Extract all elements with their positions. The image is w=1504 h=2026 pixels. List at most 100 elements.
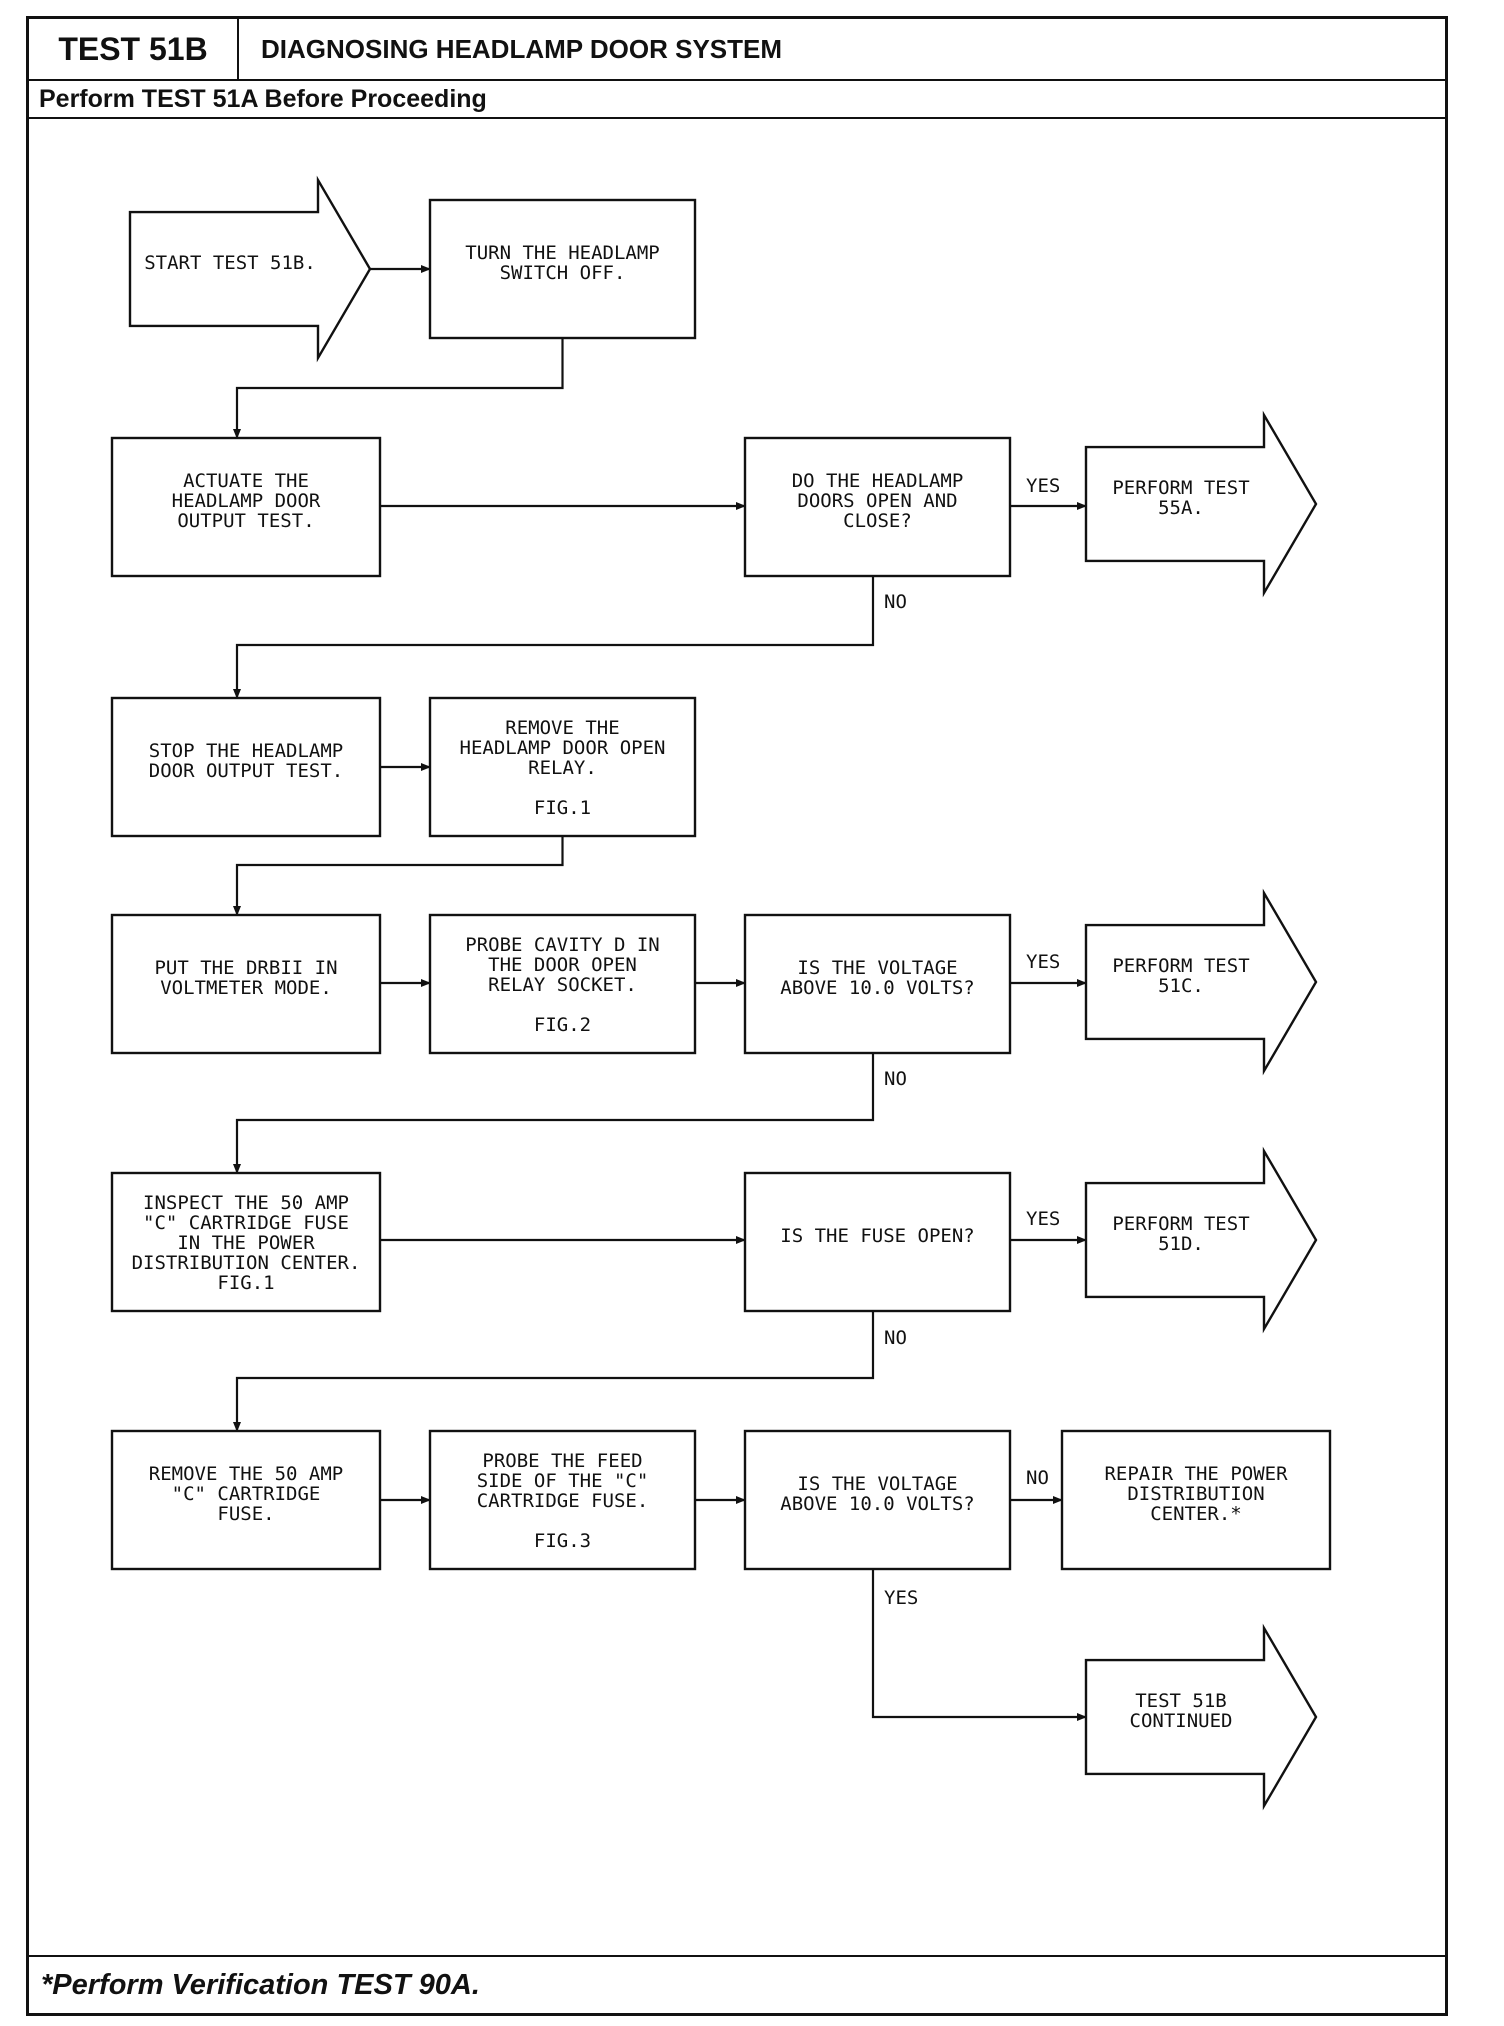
node-q-fuse: IS THE FUSE OPEN?: [743, 1171, 1012, 1313]
label-yes: YES: [1026, 951, 1060, 973]
terminator-arrow: [1084, 1146, 1318, 1334]
terminator-arrow: [1084, 1623, 1318, 1811]
node-text-line: DO THE HEADLAMP: [792, 470, 964, 492]
node-text-line: 51C.: [1158, 975, 1204, 997]
edge-remove-relay-to-voltmeter: [233, 836, 564, 916]
node-text-line: FIG.1: [534, 797, 591, 819]
edge-q-voltage2-yes: [871, 1569, 1087, 1721]
node-text-line: RELAY SOCKET.: [488, 974, 637, 996]
node-text-line: PROBE CAVITY D IN: [465, 934, 659, 956]
node-text-line: CENTER.*: [1150, 1503, 1242, 1525]
test-id: TEST 51B: [29, 19, 239, 79]
node-text-line: IS THE VOLTAGE: [797, 1473, 957, 1495]
header-row: TEST 51B DIAGNOSING HEADLAMP DOOR SYSTEM: [29, 19, 1445, 81]
edge-q-doors-no: [233, 576, 875, 699]
terminator-arrow: [1084, 888, 1318, 1076]
node-text-line: REMOVE THE 50 AMP: [149, 1463, 343, 1485]
process-box: [110, 696, 382, 838]
node-text-line: FIG.1: [217, 1272, 274, 1294]
node-text-line: THE DOOR OPEN: [488, 954, 637, 976]
prerequisite-note: Perform TEST 51A Before Proceeding: [39, 84, 487, 113]
node-text-line: PERFORM TEST: [1112, 477, 1249, 499]
node-start: START TEST 51B.: [128, 175, 372, 363]
label-yes: YES: [1026, 1208, 1060, 1230]
node-text-line: HEADLAMP DOOR OPEN: [460, 737, 666, 759]
terminator-arrow: [1084, 410, 1318, 598]
node-text-line: PERFORM TEST: [1112, 1213, 1249, 1235]
process-box: [1060, 1429, 1332, 1571]
node-text-line: 51D.: [1158, 1233, 1204, 1255]
node-text-line: HEADLAMP DOOR: [172, 490, 321, 512]
process-box: [743, 436, 1012, 578]
page-title: DIAGNOSING HEADLAMP DOOR SYSTEM: [261, 33, 783, 64]
node-text-line: START TEST 51B.: [144, 252, 316, 274]
node-text-line: TURN THE HEADLAMP: [465, 242, 659, 264]
label-yes: YES: [884, 1587, 918, 1609]
node-text-line: TEST 51B: [1135, 1690, 1227, 1712]
process-box: [743, 913, 1012, 1055]
node-text-line: PERFORM TEST: [1112, 955, 1249, 977]
node-text-line: IN THE POWER: [177, 1232, 315, 1254]
footer-note: *Perform Verification TEST 90A.: [41, 1968, 480, 2001]
node-text-line: SWITCH OFF.: [500, 262, 626, 284]
node-text-line: 55A.: [1158, 497, 1204, 519]
node-text-line: OUTPUT TEST.: [177, 510, 314, 532]
node-text-line: DISTRIBUTION: [1127, 1483, 1264, 1505]
footer-row: *Perform Verification TEST 90A.: [29, 1955, 1445, 2013]
process-box: [428, 913, 697, 1055]
node-text-line: SIDE OF THE "C": [477, 1470, 649, 1492]
label-no: NO: [884, 1327, 907, 1349]
node-text-line: "C" CARTRIDGE FUSE: [143, 1212, 349, 1234]
node-text-line: IS THE FUSE OPEN?: [780, 1225, 974, 1247]
node-text-line: "C" CARTRIDGE: [172, 1483, 321, 1505]
node-text-line: STOP THE HEADLAMP: [149, 740, 343, 762]
node-text-line: CONTINUED: [1130, 1710, 1233, 1732]
process-box: [743, 1171, 1012, 1313]
process-box: [428, 198, 697, 340]
node-text-line: ACTUATE THE: [183, 470, 309, 492]
node-text-line: DISTRIBUTION CENTER.: [132, 1252, 361, 1274]
label-no: NO: [884, 591, 907, 613]
edge-q-voltage1-no: [233, 1053, 875, 1174]
label-yes: YES: [1026, 475, 1060, 497]
node-text-line: FIG.3: [534, 1530, 591, 1552]
label-no: NO: [1026, 1467, 1049, 1489]
node-text-line: FIG.2: [534, 1014, 591, 1036]
process-box: [110, 913, 382, 1055]
node-text-line: CARTRIDGE FUSE.: [477, 1490, 649, 1512]
process-box: [428, 696, 697, 838]
process-box: [110, 1429, 382, 1571]
node-text-line: FUSE.: [217, 1503, 274, 1525]
node-text-line: REMOVE THE: [505, 717, 619, 739]
node-text-line: CLOSE?: [843, 510, 912, 532]
process-box: [428, 1429, 697, 1571]
terminator-arrow: [128, 175, 372, 363]
node-text-line: REPAIR THE POWER: [1104, 1463, 1288, 1485]
process-box: [110, 1171, 382, 1313]
node-text-line: IS THE VOLTAGE: [797, 957, 957, 979]
process-box: [110, 436, 382, 578]
edge-switch-off-to-actuate: [233, 338, 564, 439]
prerequisite-row: Perform TEST 51A Before Proceeding: [29, 81, 1445, 119]
node-text-line: RELAY.: [528, 757, 597, 779]
node-text-line: DOORS OPEN AND: [797, 490, 957, 512]
flowchart-connectors: [233, 265, 1087, 1721]
node-text-line: ABOVE 10.0 VOLTS?: [780, 1493, 974, 1515]
